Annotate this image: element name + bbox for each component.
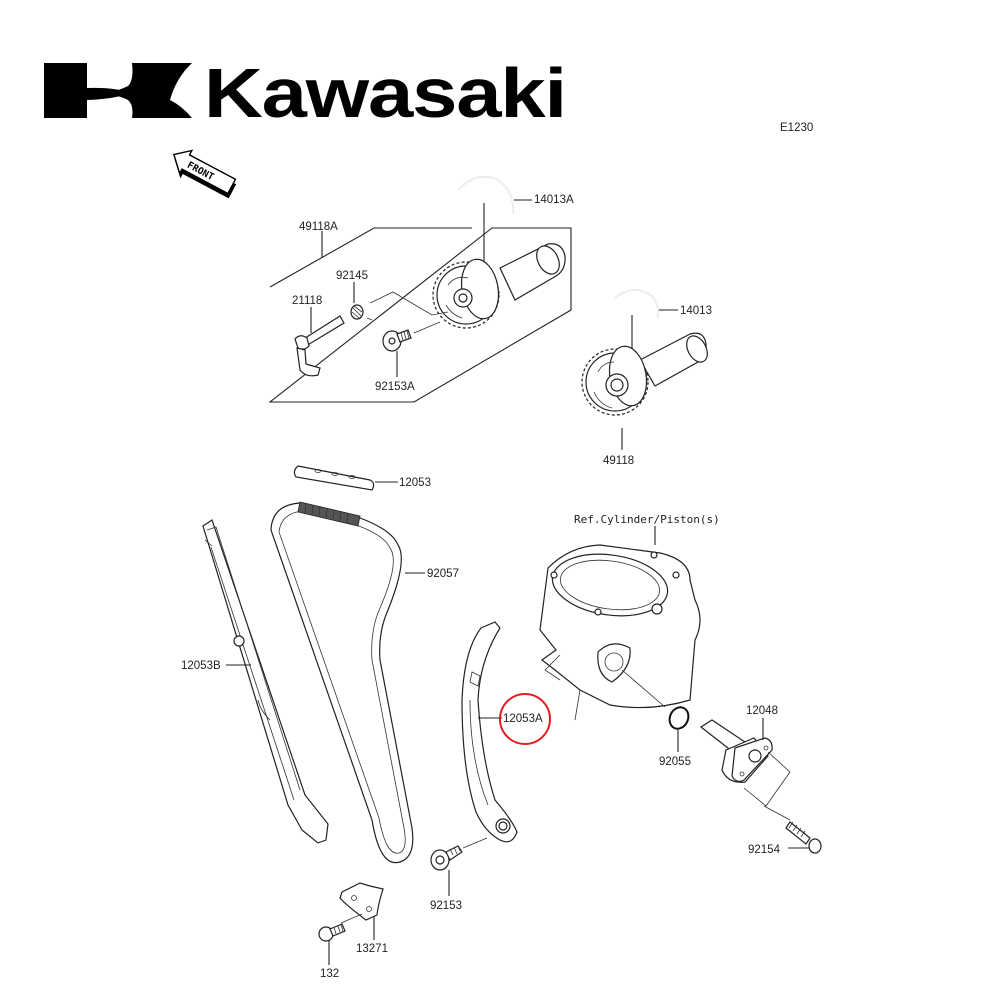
guide-pivot-bolt — [430, 837, 488, 896]
bracket-bolt — [318, 923, 346, 965]
label-92145[interactable]: 92145 — [336, 270, 368, 282]
label-92153A[interactable]: 92153A — [375, 381, 415, 393]
kawasaki-river-mark-icon — [44, 63, 192, 118]
label-49118[interactable]: 49118 — [603, 455, 634, 467]
diagram-code: E1230 — [780, 122, 813, 134]
label-92055[interactable]: 92055 — [659, 756, 691, 768]
brand-name: Kawasaki — [204, 54, 566, 132]
chain-guide-left — [202, 519, 329, 844]
spring-icon — [350, 304, 364, 320]
label-12053B[interactable]: 12053B — [181, 660, 221, 672]
bolt-icon — [382, 329, 412, 352]
label-ref-cylinder-piston[interactable]: Ref.Cylinder/Piston(s) — [574, 513, 720, 526]
intake-camshaft — [581, 289, 708, 450]
chain-tensioner-guide — [461, 621, 518, 843]
kawasaki-logo: Kawasaki — [44, 54, 567, 132]
bracket — [339, 882, 384, 940]
cylinder-reference — [539, 526, 701, 721]
cam-sprocket-icon — [432, 258, 500, 329]
label-14013[interactable]: 14013 — [680, 305, 712, 317]
cam-chain-tensioner — [699, 718, 791, 821]
front-indicator: FRONT — [172, 149, 237, 199]
label-12048[interactable]: 12048 — [746, 705, 778, 717]
label-12053A[interactable]: 12053A — [503, 713, 543, 725]
chain-guide-top — [293, 465, 398, 491]
highlight-circle — [499, 693, 551, 745]
label-14013A[interactable]: 14013A — [534, 194, 574, 206]
label-49118A[interactable]: 49118A — [299, 221, 338, 233]
label-12053[interactable]: 12053 — [399, 477, 431, 489]
tensioner-bolt — [785, 821, 822, 854]
label-21118[interactable]: 21118 — [292, 295, 322, 307]
exhaust-camshaft-assembly — [268, 175, 572, 403]
label-92057[interactable]: 92057 — [427, 568, 459, 580]
timing-chain — [270, 501, 425, 864]
label-13271[interactable]: 13271 — [356, 943, 388, 955]
label-92154[interactable]: 92154 — [748, 844, 781, 856]
label-92153[interactable]: 92153 — [430, 900, 462, 912]
o-ring — [668, 706, 690, 752]
arrow-left-icon — [172, 149, 237, 199]
label-132[interactable]: 132 — [320, 968, 339, 980]
